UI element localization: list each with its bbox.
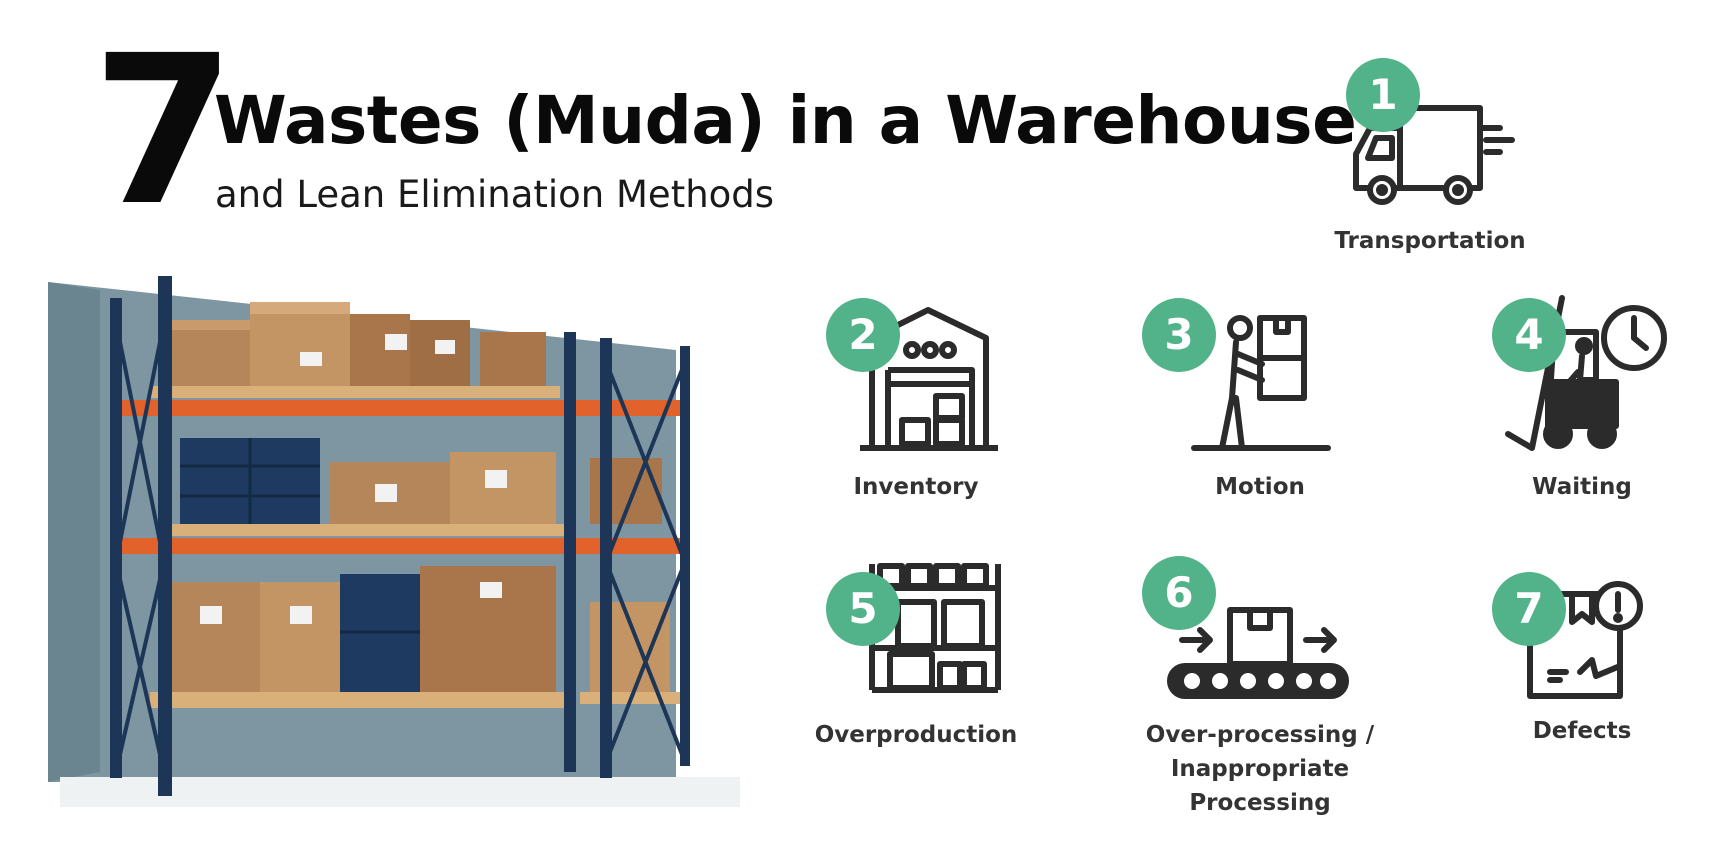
- forklift-clock-icon: [1505, 295, 1667, 451]
- waste-label: Transportation: [1334, 228, 1526, 254]
- big-number-seven: 7: [92, 11, 235, 251]
- warehouse-building-icon: [860, 307, 998, 451]
- page-subtitle: and Lean Elimination Methods: [215, 173, 775, 216]
- waste-label-line: Inappropriate: [1170, 756, 1350, 782]
- waste-label-multiline: Over-processing / Inappropriate Processi…: [1122, 718, 1398, 820]
- waste-number-badge: 7: [1492, 572, 1566, 646]
- waste-number-badge: 6: [1142, 556, 1216, 630]
- waste-label: Inventory: [853, 474, 979, 500]
- waste-number-badge: 4: [1492, 298, 1566, 372]
- delivery-truck-icon: [1353, 105, 1515, 205]
- damaged-box-alert-icon: [1527, 581, 1643, 699]
- waste-label: Overproduction: [814, 722, 1018, 748]
- conveyor-belt-icon: [1167, 607, 1349, 699]
- waste-label: Motion: [1215, 474, 1305, 500]
- waste-label: Defects: [1532, 718, 1632, 744]
- warehouse-racking-illustration: [48, 276, 740, 807]
- waste-number-badge: 2: [826, 298, 900, 372]
- waste-label: Waiting: [1532, 474, 1632, 500]
- waste-number-badge: 5: [826, 572, 900, 646]
- waste-number-badge: 1: [1346, 58, 1420, 132]
- waste-number-badge: 3: [1142, 298, 1216, 372]
- page-title: Wastes (Muda) in a Warehouse: [214, 82, 1357, 159]
- worker-carrying-box-icon: [1191, 315, 1331, 451]
- waste-label-line: Over-processing /: [1145, 722, 1375, 748]
- waste-label-line: Processing: [1189, 790, 1331, 816]
